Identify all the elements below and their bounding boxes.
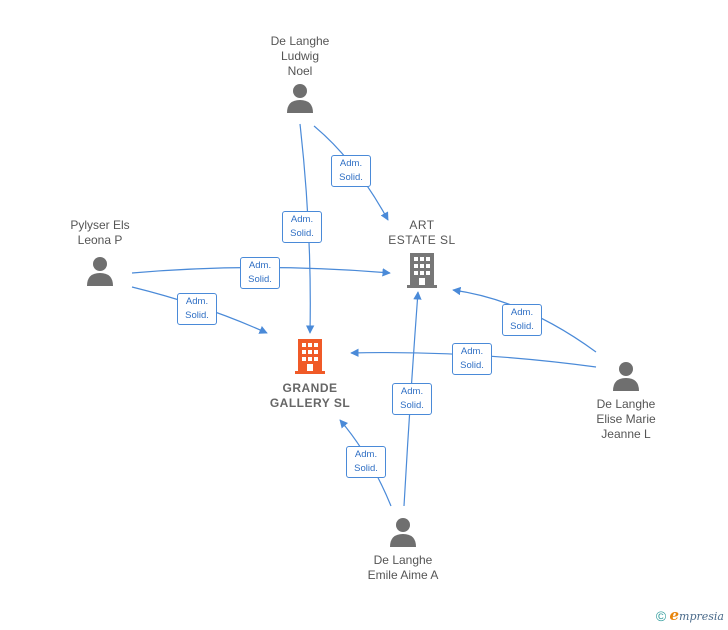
person-node-ludwig[interactable]: De Langhe Ludwig Noel — [240, 34, 360, 119]
company-name: GALLERY SL — [269, 396, 351, 410]
relation-badge[interactable]: Adm.Solid. — [331, 155, 371, 187]
person-name: De Langhe — [596, 397, 656, 411]
company-name: ART — [409, 218, 435, 232]
relation-badge[interactable]: Adm.Solid. — [502, 304, 542, 336]
person-name: Leona P — [77, 233, 123, 247]
person-name: Pylyser Els — [70, 218, 130, 232]
building-icon — [407, 253, 437, 288]
person-node-pylyser[interactable]: Pylyser Els Leona P — [40, 218, 160, 292]
company-node-grande-gallery[interactable]: GRANDE GALLERY SL — [250, 338, 370, 411]
person-icon — [87, 257, 113, 286]
brand-logo-e: e — [669, 606, 680, 624]
company-name: GRANDE — [282, 381, 338, 395]
person-name: Emile Aime A — [367, 568, 439, 582]
relation-badge[interactable]: Adm.Solid. — [177, 293, 217, 325]
person-icon — [613, 362, 639, 391]
relation-badge[interactable]: Adm.Solid. — [346, 446, 386, 478]
footer-credit: © empresia — [656, 606, 724, 624]
person-icon — [390, 518, 416, 547]
person-name: De Langhe — [270, 34, 330, 48]
person-name: Ludwig — [280, 49, 320, 63]
relation-badge[interactable]: Adm.Solid. — [282, 211, 322, 243]
person-node-elise[interactable]: De Langhe Elise Marie Jeanne L — [566, 360, 686, 442]
relation-badge[interactable]: Adm.Solid. — [392, 383, 432, 415]
person-icon — [287, 84, 313, 113]
relation-badge[interactable]: Adm.Solid. — [452, 343, 492, 375]
company-name: ESTATE SL — [388, 233, 456, 247]
person-name: Noel — [287, 64, 313, 78]
relation-badge[interactable]: Adm.Solid. — [240, 257, 280, 289]
person-name: Elise Marie — [596, 412, 656, 426]
company-node-art-estate[interactable]: ART ESTATE SL — [362, 218, 482, 295]
brand-logo-text: mpresia — [679, 610, 724, 623]
person-name: De Langhe — [373, 553, 433, 567]
person-node-emile[interactable]: De Langhe Emile Aime A — [343, 516, 463, 583]
person-name: Jeanne L — [601, 427, 651, 441]
building-icon — [295, 339, 325, 374]
copyright-symbol: © — [655, 608, 667, 624]
